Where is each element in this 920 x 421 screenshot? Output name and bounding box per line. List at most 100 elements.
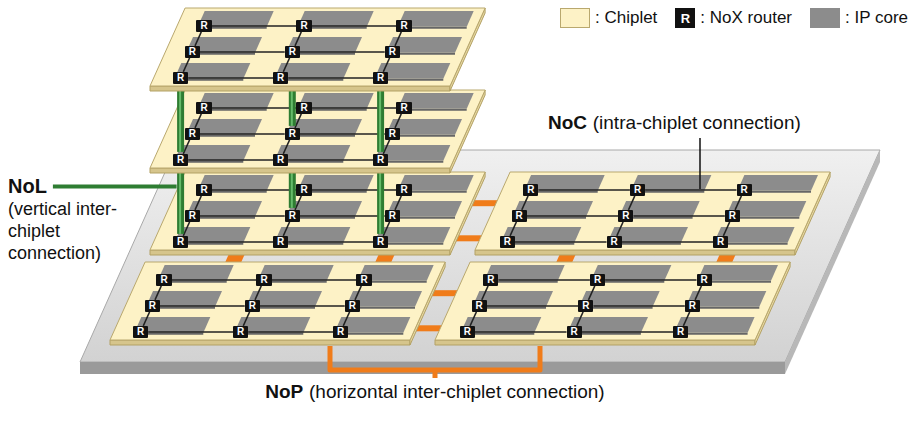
noc-link <box>617 222 623 236</box>
noc-link <box>487 305 579 307</box>
noc-link <box>248 331 333 333</box>
router-box: R <box>618 210 633 222</box>
router-label: R <box>622 210 629 221</box>
legend-item: : Chiplet <box>560 8 657 28</box>
nop-label: NoP(horizontal inter-chiplet connection) <box>265 381 604 403</box>
chiplet-top <box>150 90 485 168</box>
noc-link <box>510 222 516 236</box>
router-label: R <box>300 102 307 113</box>
router-box: R <box>173 72 188 84</box>
router-box: R <box>285 128 300 140</box>
nol-pillar <box>177 86 184 152</box>
noc-link <box>188 241 273 243</box>
router-box: R <box>523 184 538 196</box>
router-label: R <box>377 236 384 247</box>
router-label: R <box>260 274 267 285</box>
noc-link <box>255 286 261 300</box>
noc-link <box>383 222 389 236</box>
router-label: R <box>300 184 307 195</box>
router-label: R <box>300 20 307 31</box>
noc-link <box>482 286 488 300</box>
router-label: R <box>177 154 184 165</box>
legend-swatch: R <box>675 8 695 28</box>
noc-link <box>183 58 189 72</box>
router-box: R <box>356 274 371 286</box>
nol-pillar-highlight <box>379 86 381 152</box>
noc-link <box>295 32 301 46</box>
router-label: R <box>487 274 494 285</box>
router-label: R <box>717 236 724 247</box>
router-box: R <box>373 236 388 248</box>
router-box: R <box>385 210 400 222</box>
noc-link <box>622 241 713 243</box>
router-label: R <box>149 300 156 311</box>
router-label: R <box>189 210 196 221</box>
noc-link <box>355 286 361 300</box>
nol-pillar-highlight <box>291 86 293 126</box>
router-label: R <box>729 210 736 221</box>
noc-link <box>498 279 590 281</box>
noc-link <box>383 58 389 72</box>
noc-link <box>589 286 595 300</box>
router-box: R <box>472 300 487 312</box>
noc-link <box>395 196 401 210</box>
chiplet-top <box>475 172 830 250</box>
router-label: R <box>701 274 708 285</box>
noc-link <box>633 215 724 217</box>
noc-link <box>735 196 741 210</box>
noc-link <box>283 140 289 154</box>
nol-title: NoL <box>8 175 47 198</box>
noc-link <box>475 331 567 333</box>
noc-link <box>522 196 528 210</box>
router-label: R <box>571 326 578 337</box>
noc-link <box>582 331 673 333</box>
noc-link <box>300 133 385 135</box>
router-box: R <box>385 46 400 58</box>
router-box: R <box>296 184 311 196</box>
router-label: R <box>160 274 167 285</box>
router-box: R <box>273 236 288 248</box>
legend-text: : Chiplet <box>595 8 657 28</box>
legend-swatch <box>810 8 840 28</box>
nol-pillar-highlight <box>179 86 181 152</box>
router-box: R <box>460 326 475 338</box>
noc-link <box>283 58 289 72</box>
router-box: R <box>345 300 360 312</box>
legend-text: : NoX router <box>700 8 792 28</box>
nol-pillar-highlight <box>179 168 181 234</box>
nol-pillar <box>177 168 184 234</box>
router-label: R <box>400 102 407 113</box>
noc-link <box>172 279 257 281</box>
router-box: R <box>567 326 582 338</box>
noc-link <box>200 51 285 53</box>
router-box: R <box>396 184 411 196</box>
router-box: R <box>185 210 200 222</box>
noc-link <box>470 312 476 326</box>
nol-pillar-highlight <box>291 168 293 208</box>
router-box: R <box>697 274 712 286</box>
router-box: R <box>483 274 498 286</box>
router-box: R <box>185 46 200 58</box>
noc-link <box>200 133 285 135</box>
noc-link <box>160 305 245 307</box>
router-box: R <box>285 46 300 58</box>
router-box: R <box>333 326 348 338</box>
router-label: R <box>377 72 384 83</box>
router-label: R <box>389 210 396 221</box>
router-box: R <box>233 326 248 338</box>
nol-pillar-highlight <box>379 168 381 234</box>
noc-link <box>395 114 401 128</box>
noc-link <box>283 222 289 236</box>
router-label: R <box>349 300 356 311</box>
router-label: R <box>237 326 244 337</box>
noc-link <box>148 331 233 333</box>
noc-link <box>395 32 401 46</box>
noc-link <box>260 305 345 307</box>
chiplet-front-face <box>435 340 755 345</box>
chiplet-top <box>435 262 790 340</box>
router-label: R <box>200 184 207 195</box>
noc-link <box>188 77 273 79</box>
